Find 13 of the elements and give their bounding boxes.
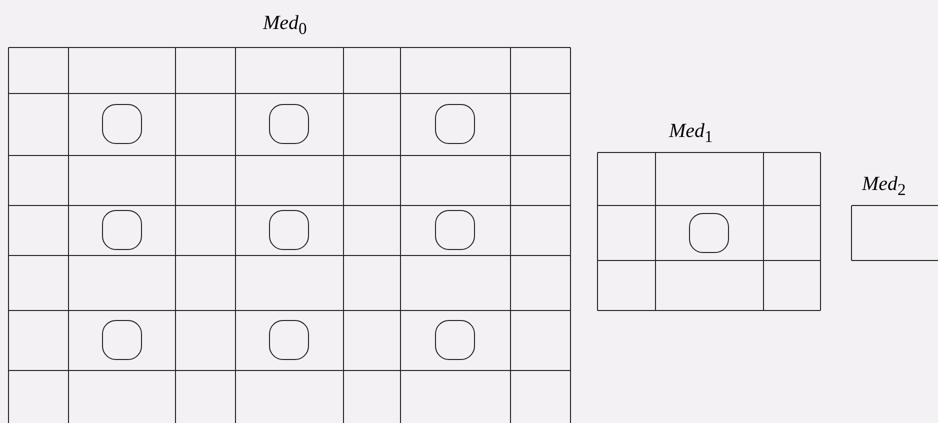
rounded-marker: [102, 320, 142, 360]
grid-title: Med$_{2}$: [862, 172, 906, 201]
rounded-marker: [269, 320, 309, 360]
rounded-marker: [269, 104, 309, 144]
rounded-marker: [435, 320, 475, 360]
rounded-marker: [435, 104, 475, 144]
rounded-marker: [435, 210, 475, 250]
rounded-marker: [102, 104, 142, 144]
rounded-marker: [269, 210, 309, 250]
grid-title: Med$_{0}$: [263, 11, 307, 40]
rounded-marker: [102, 210, 142, 250]
rounded-marker: [689, 212, 729, 252]
grid-title: Med$_{1}$: [669, 119, 713, 148]
